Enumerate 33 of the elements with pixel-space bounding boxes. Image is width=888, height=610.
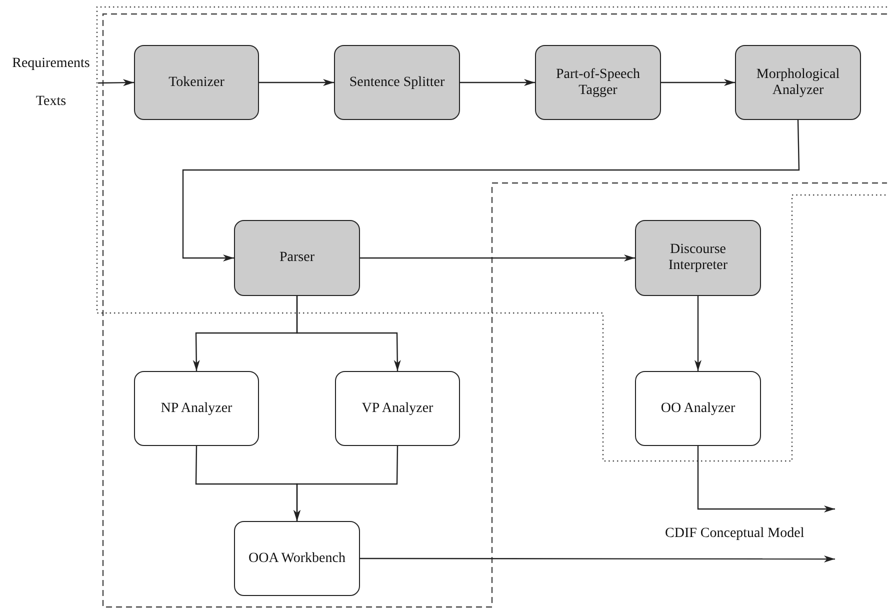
box-label: Tokenizer [168,74,226,90]
process-box [335,371,460,446]
arrow [694,296,702,371]
process-box [635,220,761,296]
output-label: CDIF Conceptual Model [665,526,804,542]
arrow [697,446,835,512]
arrow [294,446,398,521]
arrow [182,120,800,262]
box-label: Part-of-Speech Tagger [555,66,641,98]
process-box [334,45,460,120]
process-box [635,371,761,446]
box-label: OOA Workbench [248,550,346,566]
box-label: Parser [278,250,316,266]
arrow [259,79,334,86]
arrow [360,254,635,262]
process-box [234,521,360,596]
arrow [296,296,401,371]
arrow [360,556,835,562]
process-box [134,371,259,446]
arrow [661,79,735,86]
box-label: OO Analyzer [660,400,736,416]
box-label: Discourse Interpreter [667,242,729,274]
arrow [460,79,535,86]
process-box [535,45,661,120]
box-label: Morphological Analyzer [755,66,841,98]
box-label: VP Analyzer [360,400,434,416]
process-box [234,220,360,296]
process-box [134,45,259,120]
input-label: Requirements Texts [11,55,91,111]
box-label: Sentence Splitter [348,74,446,90]
process-box [735,45,861,120]
box-label: NP Analyzer [160,400,234,416]
arrow [98,79,134,86]
